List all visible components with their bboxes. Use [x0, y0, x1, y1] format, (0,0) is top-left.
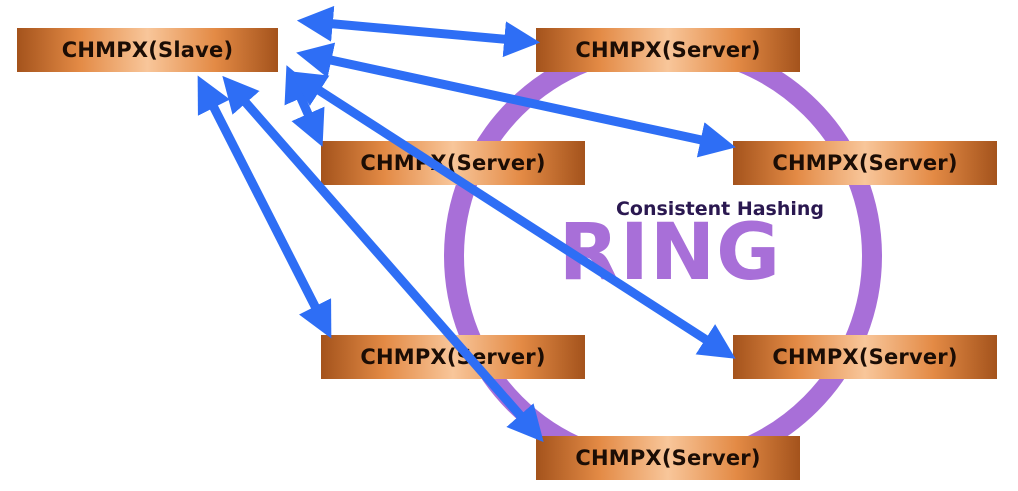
chmpx-slave-node[interactable]: CHMPX(Slave): [17, 28, 278, 72]
arrow-slave-to-server-mid-right: [296, 42, 736, 158]
arrow-slave-to-server-low-right: [289, 71, 736, 359]
arrow-slave-to-server-bottom: [222, 75, 544, 443]
chmpx-server-node-mid-right[interactable]: CHMPX(Server): [733, 141, 997, 185]
chmpx-server-node-low-right[interactable]: CHMPX(Server): [733, 335, 997, 379]
chmpx-server-node-bottom[interactable]: CHMPX(Server): [536, 436, 800, 480]
arrow-slave-to-server-top: [296, 5, 541, 58]
